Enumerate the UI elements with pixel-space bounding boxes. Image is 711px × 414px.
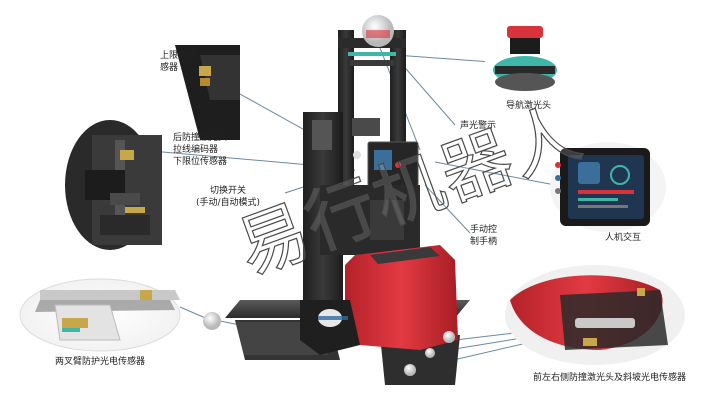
label-mode-switch: 切换开关 (手动/自动模式) — [196, 186, 261, 208]
callout-nav-laser — [485, 23, 565, 107]
callout-upper-limit — [175, 45, 240, 140]
forklift-body — [203, 15, 470, 385]
label-rear-group: 后防撞激光头 拉线编码器 下限位传感器 — [173, 133, 228, 167]
callout-rear-group — [65, 120, 162, 250]
label-fork-sensor: 两叉臂防护光电传感器 — [55, 357, 146, 367]
label-hmi: 人机交互 — [605, 233, 642, 243]
callout-fork-sensor — [19, 278, 181, 352]
label-manual-handle: 手动控 制手柄 — [470, 225, 498, 247]
label-front-side-sensors: 前左右侧防撞激光头及斜坡光电传感器 — [533, 373, 687, 383]
label-upper-limit-sensor: 上限位传 感器 — [160, 51, 197, 73]
callout-hmi — [550, 142, 666, 232]
label-sound-light-alarm: 声光警示 — [460, 121, 497, 131]
label-nav-laser: 导航激光头 — [506, 101, 552, 111]
callout-front-sensors — [505, 265, 685, 365]
